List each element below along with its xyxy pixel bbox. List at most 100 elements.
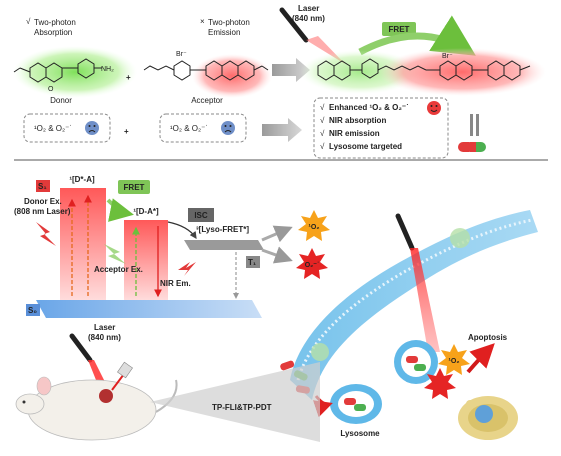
sad-face-icon-2 [221,121,235,135]
benefits-box [313,97,449,159]
red-lightning-icon [178,262,196,276]
cell-membrane-inner [296,218,533,381]
plus-icon-2: + [124,127,129,136]
benefit-check-3: √ [320,129,325,138]
state-da-label: ¹[D*-A] [69,175,95,184]
donor-label: Donor [50,96,72,105]
fret-badge [118,180,150,194]
donor-s1-block [60,188,106,300]
conjugate-glow-red [378,48,546,96]
acceptor-br-label: Br⁻ [176,51,187,58]
capsule-icon [458,142,486,152]
s1-label: S₁ [38,182,47,191]
fret-curve-arrow [358,15,476,56]
superoxide-burst-icon [296,248,328,279]
syringe-icon [111,361,133,391]
conjugate-br-label: Br⁻ [442,53,453,60]
benefit-check-1: √ [320,103,325,112]
donor-ex-line1: Donor Ex. [24,197,62,206]
s0-plate [36,300,262,318]
benefit-check-4: √ [320,142,325,151]
acceptor-cross-icon: × [200,17,205,26]
ros-arrow-1 [261,225,293,243]
lysosome-1o2-label: ¹O₂ [449,358,460,365]
lysosome-singlet-oxygen-icon [438,344,470,375]
s1-badge [36,180,50,192]
donor-ros-label: ¹O₂ & O₂⁻˙ [34,124,72,133]
membrane-vesicle-2 [311,343,329,361]
fret-label-top: FRET [389,25,410,34]
equals-bar-2 [476,114,479,136]
lysosome-bottom [330,384,382,424]
fret-badge-top [382,22,416,36]
sad-face-icon [85,121,99,135]
donor-prop-line2: Absorption [34,28,72,37]
isc-badge [188,208,214,222]
benefit-check-2: √ [320,116,325,125]
state-da-star-label: ¹[D-A*] [133,207,159,216]
tp-label: TP-FLI&TP-PDT [212,403,272,412]
apoptosis-label: Apoptosis [468,333,508,342]
benefit-1: Enhanced ¹O₂ & O₂⁻˙ [329,103,409,112]
benefits-arrow [262,118,302,142]
acceptor-ros-box [159,113,247,143]
acceptor-s1-block [124,220,168,300]
lysosome-label: Lysosome [340,429,380,438]
conjugate-structure [317,58,531,81]
benefit-4: Lysosome targeted [329,142,402,151]
singlet-oxygen-burst-icon [298,210,330,241]
s0-label: S₀ [28,306,37,315]
apoptosis-arrow [466,343,495,374]
donor-structure: O [13,58,102,93]
t1-plate [184,240,264,250]
fret-label: FRET [124,183,145,192]
equals-bar-1 [470,114,473,136]
benefit-3: NIR emission [329,129,380,138]
t1-badge [246,256,260,268]
nir-em-label: NIR Em. [160,279,191,288]
svg-text:O: O [48,86,54,93]
acceptor-structure [143,60,269,81]
green-lightning-icon [104,244,126,264]
isc-label: ISC [194,211,208,220]
apoptotic-cell-icon [458,396,518,440]
benefit-2: NIR absorption [329,116,386,125]
laser-pointer-right [395,213,440,352]
laser-bottom-line2: (840 nm) [88,333,121,342]
donor-glow [13,46,137,98]
donor-ros-box [23,113,111,143]
ros-1o2-label: ¹O₂ [309,224,320,231]
mouse-illustration: Laser (840 nm) TP-FLI&TP-PDT [15,323,320,442]
membrane-vesicle-1 [450,228,470,248]
top-panel: O NH₂ Donor √ Two-photon Absorption + Br… [13,4,546,159]
mouse-body [15,376,178,441]
acceptor-prop-line2: Emission [208,28,240,37]
acceptor-ros-label: ¹O₂ & O₂⁻˙ [170,124,208,133]
donor-prop-line1: Two-photon [34,18,76,27]
laser-bottom-line1: Laser [94,323,115,332]
s0-badge [26,304,40,316]
donor-check-icon: √ [26,17,31,26]
lysosome-damage-burst-icon [424,368,456,399]
conjugate-arrow [272,58,310,82]
acceptor-label: Acceptor [191,96,223,105]
ros-o2-label: O₂⁻˙ [305,261,320,269]
lysosome-right [394,340,438,384]
fret-transfer-arrow [106,198,134,222]
state-lyso-label: ³[Lyso-FRET*] [196,225,249,234]
lightning-icon [36,222,56,246]
acceptor-ex-label: Acceptor Ex. [94,265,143,274]
donor-ex-line2: (808 nm Laser) [14,207,71,216]
acceptor-prop-line1: Two-photon [208,18,250,27]
membrane-illustration: Lysosome ¹O₂ Apoptosis [280,210,538,440]
isc-arrow [167,221,197,239]
plus-icon: + [126,73,131,82]
acceptor-glow [192,54,272,98]
ros-arrow-2 [261,246,293,264]
t1-label: T₁ [248,258,257,267]
laser-top-line1: Laser [298,4,319,13]
zoom-funnel [150,362,320,442]
laser-top-line2: (840 nm) [292,14,325,23]
happy-face-icon [427,101,441,115]
